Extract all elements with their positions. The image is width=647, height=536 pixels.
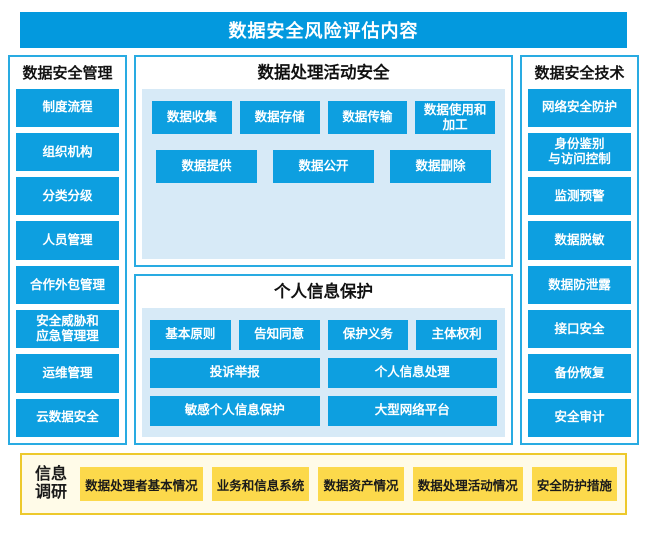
list-item[interactable]: 云数据安全 bbox=[16, 398, 119, 437]
survey-bar-label: 信息调研 bbox=[34, 466, 67, 501]
list-item[interactable]: 数据公开 bbox=[273, 150, 374, 184]
processing-row-2: 数据提供 数据公开 数据删除 bbox=[152, 150, 495, 184]
panel-heading-right: 数据安全技术 bbox=[534, 65, 625, 82]
personal-info-row-2: 投诉举报 个人信息处理 bbox=[150, 357, 497, 388]
list-item[interactable]: 基本原则 bbox=[150, 319, 231, 350]
list-item[interactable]: 运维管理 bbox=[16, 354, 119, 393]
personal-info-row-1: 基本原则 告知同意 保护义务 主体权利 bbox=[150, 319, 497, 350]
list-item[interactable]: 敏感个人信息保护 bbox=[150, 395, 320, 426]
list-item[interactable]: 数据处理者基本情况 bbox=[80, 467, 203, 501]
section-heading-processing: 数据处理活动安全 bbox=[257, 64, 390, 82]
personal-info-row-3: 敏感个人信息保护 大型网络平台 bbox=[150, 395, 497, 426]
list-item[interactable]: 数据收集 bbox=[152, 101, 232, 135]
panel-data-security-technology: 数据安全技术 网络安全防护 身份鉴别与访问控制 监测预警 数据脱敏 数据防泄露 … bbox=[520, 55, 639, 445]
list-item[interactable]: 个人信息处理 bbox=[327, 357, 497, 388]
list-item[interactable]: 网络安全防护 bbox=[528, 88, 631, 127]
list-item[interactable]: 监测预警 bbox=[528, 177, 631, 216]
list-item[interactable]: 投诉举报 bbox=[150, 357, 320, 388]
list-item[interactable]: 告知同意 bbox=[238, 319, 320, 350]
list-item[interactable]: 合作外包管理 bbox=[16, 265, 119, 305]
center-column: 数据处理活动安全 数据收集 数据存储 数据传输 数据使用和加工 数据提供 数据公… bbox=[134, 55, 513, 445]
list-item[interactable]: 数据使用和加工 bbox=[415, 101, 495, 135]
panel-heading-left: 数据安全管理 bbox=[22, 65, 113, 82]
list-item[interactable]: 数据存储 bbox=[239, 101, 320, 135]
section-data-processing-activity-security: 数据处理活动安全 数据收集 数据存储 数据传输 数据使用和加工 数据提供 数据公… bbox=[134, 55, 513, 267]
list-item[interactable]: 身份鉴别与访问控制 bbox=[528, 132, 631, 172]
section-heading-personal-info: 个人信息保护 bbox=[274, 283, 373, 301]
processing-inner-pane: 数据收集 数据存储 数据传输 数据使用和加工 数据提供 数据公开 数据删除 bbox=[142, 89, 505, 259]
list-item[interactable]: 安全审计 bbox=[528, 398, 631, 437]
list-item[interactable]: 备份恢复 bbox=[528, 354, 631, 393]
diagram-title-bar: 数据安全风险评估内容 bbox=[20, 12, 627, 48]
survey-bar-items: 数据处理者基本情况 业务和信息系统 数据资产情况 数据处理活动情况 安全防护措施 bbox=[80, 467, 618, 501]
list-item[interactable]: 数据脱敏 bbox=[528, 221, 631, 260]
list-item[interactable]: 组织机构 bbox=[16, 132, 119, 172]
list-item[interactable]: 接口安全 bbox=[528, 310, 631, 349]
list-item[interactable]: 大型网络平台 bbox=[327, 395, 497, 426]
main-content-row: 数据安全管理 制度流程 组织机构 分类分级 人员管理 合作外包管理 安全威胁和应… bbox=[8, 55, 639, 445]
list-item[interactable]: 人员管理 bbox=[16, 221, 119, 260]
personal-info-inner-pane: 基本原则 告知同意 保护义务 主体权利 投诉举报 个人信息处理 敏感个人信息保护… bbox=[142, 308, 505, 437]
list-item[interactable]: 数据处理活动情况 bbox=[412, 467, 523, 501]
panel-data-security-management: 数据安全管理 制度流程 组织机构 分类分级 人员管理 合作外包管理 安全威胁和应… bbox=[8, 55, 127, 445]
list-item[interactable]: 安全威胁和应急管理理 bbox=[16, 310, 119, 349]
processing-row-1: 数据收集 数据存储 数据传输 数据使用和加工 bbox=[152, 101, 495, 135]
list-item[interactable]: 数据资产情况 bbox=[318, 467, 404, 501]
list-item[interactable]: 分类分级 bbox=[16, 177, 119, 216]
list-item[interactable]: 数据删除 bbox=[390, 150, 491, 184]
list-item[interactable]: 安全防护措施 bbox=[531, 467, 618, 501]
left-column-item-list: 制度流程 组织机构 分类分级 人员管理 合作外包管理 安全威胁和应急管理理 运维… bbox=[16, 88, 119, 437]
page-title: 数据安全风险评估内容 bbox=[228, 21, 419, 41]
right-column-item-list: 网络安全防护 身份鉴别与访问控制 监测预警 数据脱敏 数据防泄露 接口安全 备份… bbox=[528, 88, 631, 437]
list-item[interactable]: 保护义务 bbox=[327, 319, 409, 350]
list-item[interactable]: 制度流程 bbox=[16, 88, 119, 127]
section-personal-information-protection: 个人信息保护 基本原则 告知同意 保护义务 主体权利 投诉举报 个人信息处理 敏… bbox=[134, 274, 513, 445]
list-item[interactable]: 业务和信息系统 bbox=[211, 467, 310, 501]
list-item[interactable]: 数据防泄露 bbox=[528, 265, 631, 305]
survey-bar: 信息调研 数据处理者基本情况 业务和信息系统 数据资产情况 数据处理活动情况 安… bbox=[20, 453, 627, 515]
list-item[interactable]: 数据提供 bbox=[156, 150, 257, 184]
list-item[interactable]: 数据传输 bbox=[327, 101, 408, 135]
list-item[interactable]: 主体权利 bbox=[416, 319, 497, 350]
